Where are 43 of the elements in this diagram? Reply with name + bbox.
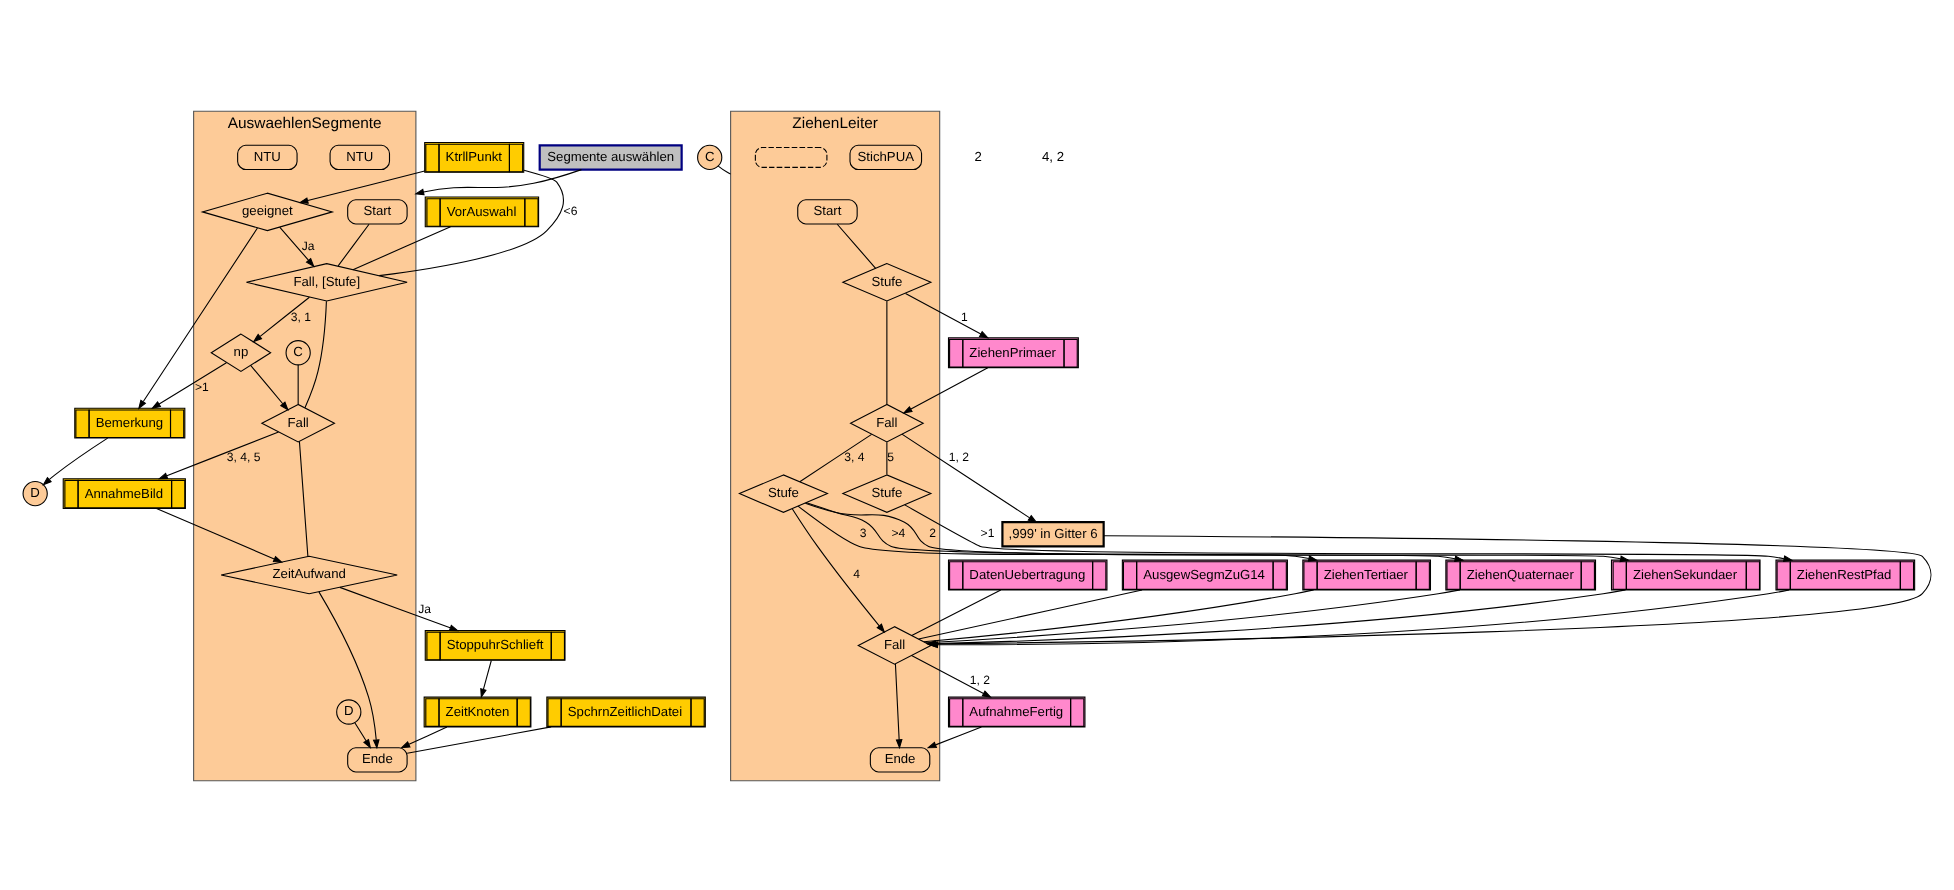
connector [352,225,452,270]
connector [886,440,888,474]
connector [378,168,565,276]
connector [918,588,1143,639]
arrow [354,721,372,748]
arrow [151,361,227,409]
arrow [806,501,1465,562]
connector [297,363,299,404]
arrow [905,291,990,338]
connector [717,164,732,174]
arrow [298,169,426,203]
arrow [250,363,289,410]
connector [836,222,877,268]
arrow [797,504,1319,561]
arrow [155,506,284,562]
connector [925,588,1461,643]
connector [923,588,1315,642]
arrow [926,725,982,748]
arrow [414,168,582,195]
arrow [804,501,1630,562]
connector [911,588,1002,636]
arrow [894,662,903,749]
arrow [904,503,1794,561]
arrow [480,658,492,698]
arrow [252,295,310,342]
connector [886,299,888,404]
arrow [902,366,989,413]
arrow [911,653,992,697]
connector [799,432,873,482]
arrow [279,225,315,267]
arrow [137,226,258,409]
arrow [400,725,448,748]
connector [304,299,327,408]
arrow [318,590,380,749]
connector [406,725,552,753]
arrow [901,432,1038,523]
connector [298,439,309,557]
arrow [339,585,460,631]
node-box [754,145,828,167]
arrow [791,507,886,633]
arrow [157,430,280,479]
arrow [42,436,109,485]
connector [337,222,370,266]
